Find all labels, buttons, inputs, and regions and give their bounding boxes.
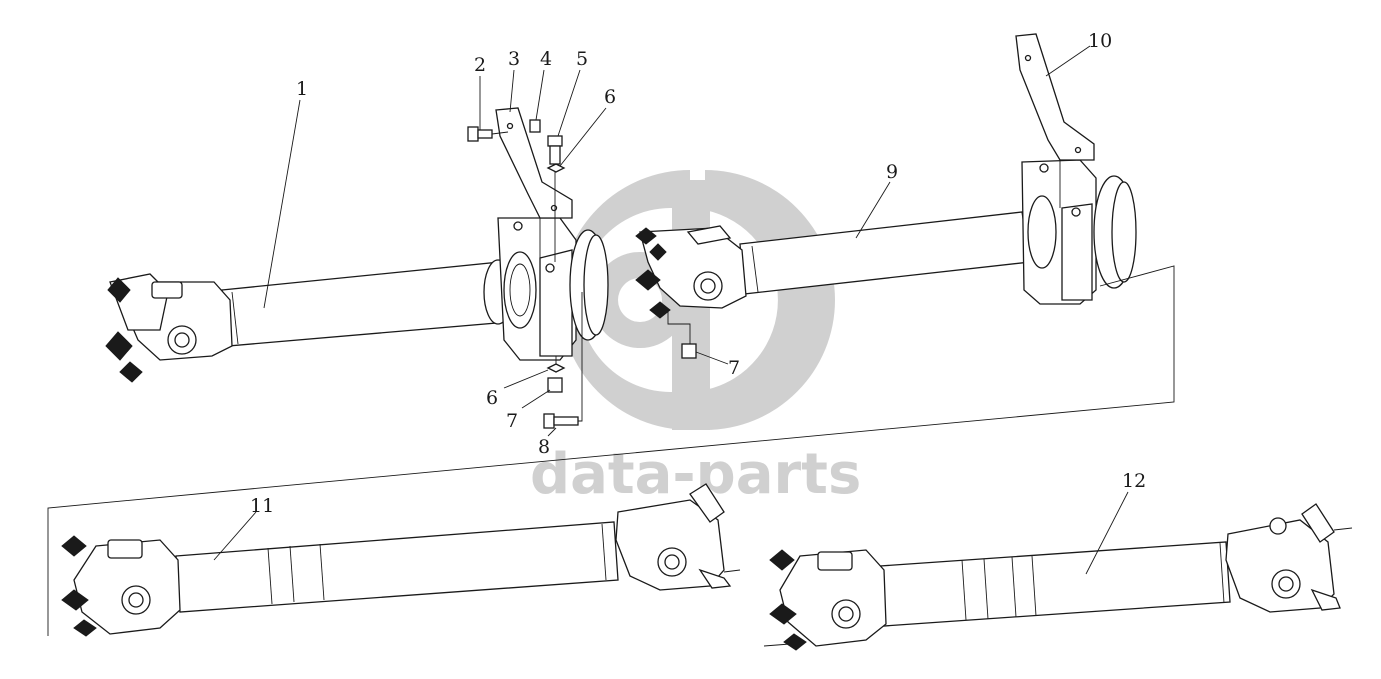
leader-11: [213, 511, 257, 561]
callout-4: 4: [540, 48, 552, 70]
leader-3: [509, 69, 515, 113]
leader-8: [547, 427, 557, 437]
part-4-nut: [529, 119, 541, 133]
callout-5: 5: [576, 48, 588, 70]
part-1-drive-shaft: [105, 259, 513, 383]
callout-7-bottom: 7: [506, 410, 518, 432]
callout-8: 8: [538, 436, 550, 458]
callout-9: 9: [886, 161, 898, 183]
callout-12: 12: [1122, 470, 1146, 492]
callout-11: 11: [250, 495, 274, 517]
part-9-drive-shaft: [635, 211, 1031, 319]
part-11-drive-shaft: [61, 483, 741, 637]
part-12-drive-shaft: [763, 503, 1353, 651]
assembly-connection-lines: [47, 265, 1175, 636]
leader-5: [557, 69, 581, 137]
part-8-bolt: [543, 292, 583, 429]
part-6-washer-bottom: [546, 356, 566, 373]
part-7-nut-bottom: [547, 377, 563, 393]
callout-10: 10: [1088, 30, 1112, 52]
leader-7-right: [695, 351, 729, 365]
part-6-washer-top: [546, 163, 566, 173]
part-2-bolt: [467, 126, 509, 142]
leader-lines: [213, 45, 1129, 575]
center-bearing-assembly: [497, 217, 609, 361]
leader-6-top: [559, 107, 607, 167]
leader-9: [855, 181, 891, 239]
leader-7-bottom: [521, 389, 551, 409]
leader-12: [1085, 491, 1129, 575]
callout-labels: 1 2 3 4 5 6 6 7 8 7 9 10 11 12: [250, 30, 1146, 517]
leader-10: [1045, 45, 1091, 77]
part-3-bracket: [495, 107, 573, 260]
callout-7-right: 7: [728, 357, 740, 379]
callout-6-top: 6: [604, 86, 616, 108]
part-7-nut-right: [667, 310, 697, 359]
callout-1: 1: [296, 78, 308, 100]
watermark: data-parts: [530, 170, 861, 507]
callout-6-bottom: 6: [486, 387, 498, 409]
leader-4: [535, 69, 545, 121]
leader-1: [263, 99, 301, 309]
callout-2: 2: [474, 54, 486, 76]
callout-3: 3: [508, 48, 520, 70]
part-10-bracket: [1015, 33, 1095, 208]
leader-6-bottom: [503, 369, 549, 389]
right-bearing-assembly: [1021, 159, 1137, 305]
